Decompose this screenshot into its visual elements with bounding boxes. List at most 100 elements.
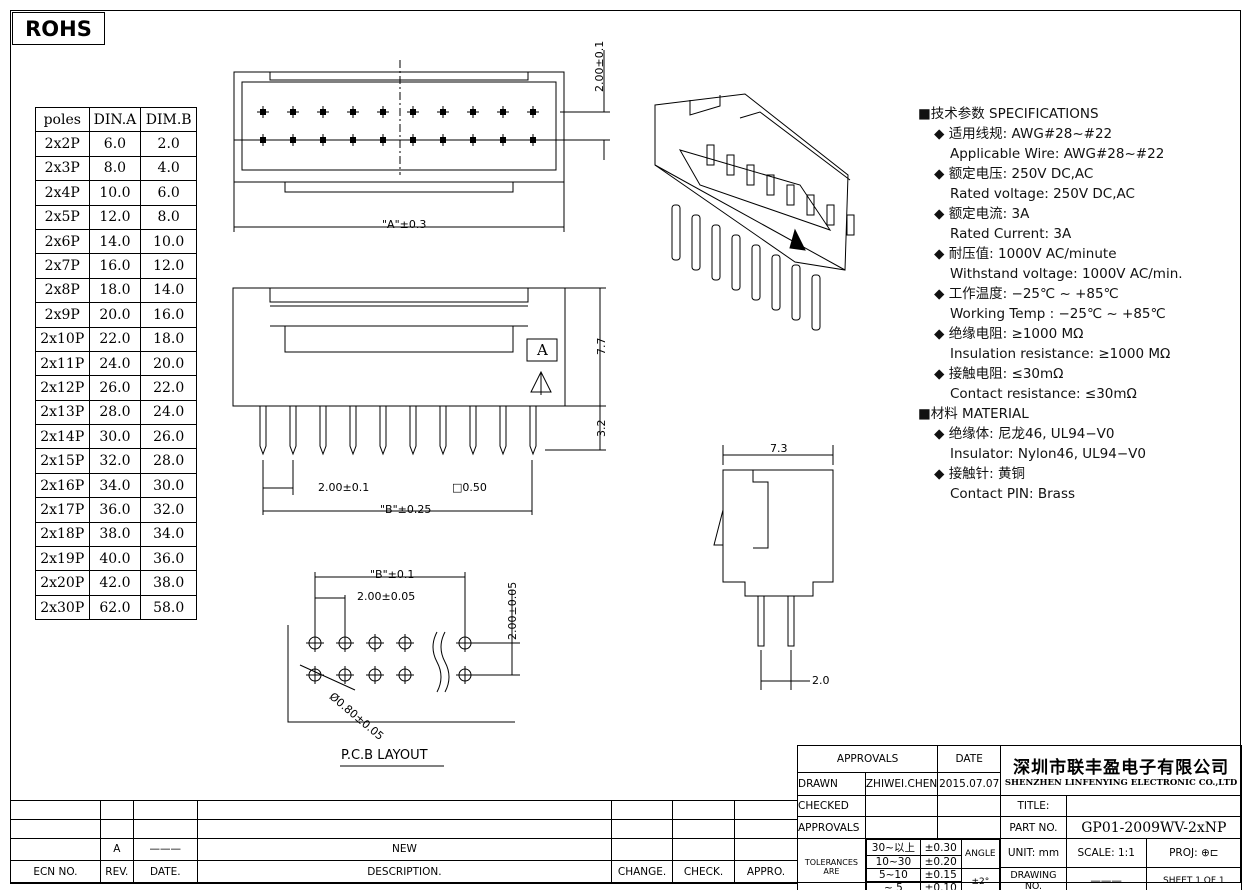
scale: SCALE: 1:1 <box>1065 838 1147 868</box>
pin <box>731 234 741 291</box>
mark-a: A <box>537 341 548 359</box>
spec-en: Rated voltage: 250V DC,AC <box>950 186 1135 202</box>
table-cell: 2x6P <box>35 228 90 255</box>
spec-item: ◆ 工作温度: −25℃ ~ +85℃ <box>934 284 1183 304</box>
table-cell: 14.0 <box>88 228 142 255</box>
table-cell: 2x9P <box>35 302 90 328</box>
spec-en: Insulator: Nylon46, UL94−V0 <box>950 446 1146 462</box>
spec-cn: 适用线规: AWG#28~#22 <box>948 126 1113 142</box>
table-cell: 22.0 <box>140 375 197 401</box>
spec-title: 技术参数 SPECIFICATIONS <box>930 106 1099 122</box>
date-label: DATE. <box>132 859 198 885</box>
pin <box>771 254 781 311</box>
diamond-bullet-icon: ◆ <box>934 466 949 482</box>
pin-top <box>726 154 735 176</box>
dim-height: 7.7 <box>595 337 608 356</box>
pin-mark <box>407 106 419 118</box>
description-label: DESCRIPTION. <box>196 859 613 885</box>
pin-mark <box>377 106 389 118</box>
pin <box>791 264 801 321</box>
table-cell: 2x20P <box>35 570 90 596</box>
table-cell: 38.0 <box>140 570 197 596</box>
pin <box>439 406 447 456</box>
pin-mark <box>527 106 539 118</box>
appro-label: APPRO. <box>734 859 798 885</box>
ecn-label: ECN NO. <box>10 859 101 885</box>
tolerance-cell: 10~30 <box>865 855 921 869</box>
pin-top <box>746 164 755 186</box>
drawn-by: ZHIWEI.CHEN <box>864 772 939 796</box>
pin-mark <box>467 134 479 146</box>
unit: UNIT: mm <box>1000 838 1067 868</box>
table-cell: 30.0 <box>88 424 142 450</box>
dim-pcb-row: 2.00±0.05 <box>506 581 519 640</box>
top-view <box>233 50 610 232</box>
check-label: CHECK. <box>672 859 735 885</box>
pin-mark <box>437 134 449 146</box>
spec-en: Withstand voltage: 1000V AC/min. <box>950 266 1183 282</box>
pin <box>409 406 417 456</box>
square-bullet-icon: ■ <box>918 406 931 422</box>
table-cell: 22.0 <box>88 326 142 352</box>
pin-top <box>706 144 715 166</box>
rev-date: ——— <box>132 838 198 861</box>
drawn-label: DRAWN <box>797 772 866 796</box>
table-cell: 20.0 <box>140 350 197 377</box>
spec-item: ◆ 适用线规: AWG#28~#22 <box>934 124 1183 144</box>
table-cell: 2x15P <box>35 448 90 474</box>
pin-mark <box>317 106 329 118</box>
table-cell: 2x12P <box>35 375 90 401</box>
dim-pcb-pitch: 2.00±0.05 <box>357 590 416 603</box>
projection-symbol-icon: ⊕⊏ <box>1200 846 1219 859</box>
table-cell: 38.0 <box>88 521 142 548</box>
pin <box>349 406 357 456</box>
pin <box>711 224 721 281</box>
table-cell: 12.0 <box>140 253 197 279</box>
pin-top <box>846 214 855 236</box>
table-cell: 16.0 <box>140 302 197 328</box>
pcb-hole <box>396 634 414 652</box>
dim-a: "A"±0.3 <box>382 218 427 231</box>
rev-value: A <box>99 838 134 861</box>
spec-cn: 绝缘电阻: ≥1000 MΩ <box>948 326 1084 342</box>
spec-cn: 额定电压: 250V DC,AC <box>948 166 1094 182</box>
side-view <box>713 445 834 690</box>
spec-item: ◆ 额定电流: 3A <box>934 204 1183 224</box>
pcb-layout-title: P.C.B LAYOUT <box>341 748 428 763</box>
pcb-hole <box>396 666 414 684</box>
pin-mark <box>527 134 539 146</box>
title-label: TITLE: <box>1000 795 1067 817</box>
pin-mark <box>407 134 419 146</box>
pcb-layout <box>287 572 520 767</box>
table-cell: 18.0 <box>88 277 142 304</box>
table-cell: 36.0 <box>88 497 142 523</box>
proj-label: PROJ: <box>1169 846 1198 859</box>
dim-pitch: 2.00±0.1 <box>318 481 370 494</box>
table-cell: 8.0 <box>88 155 142 182</box>
pin-top <box>806 194 815 216</box>
pin-mark <box>257 106 269 118</box>
table-cell: 34.0 <box>88 472 142 499</box>
pin-mark <box>377 134 389 146</box>
diamond-bullet-icon: ◆ <box>934 286 949 302</box>
dim-pcb-b: "B"±0.1 <box>370 568 415 581</box>
column-header: DIM.B <box>140 106 197 133</box>
change-label: CHANGE. <box>611 859 674 885</box>
spec-cn: 工作温度: −25℃ ~ +85℃ <box>948 286 1119 302</box>
drawn-date: 2015.07.07 <box>937 772 1002 796</box>
table-cell: 2x30P <box>35 594 90 621</box>
table-cell: 2x13P <box>35 399 90 426</box>
table-cell: 34.0 <box>140 521 197 548</box>
sheet: SHEET 1 OF 1 <box>1145 866 1243 890</box>
spec-cn: 接触针: 黄铜 <box>948 466 1026 482</box>
